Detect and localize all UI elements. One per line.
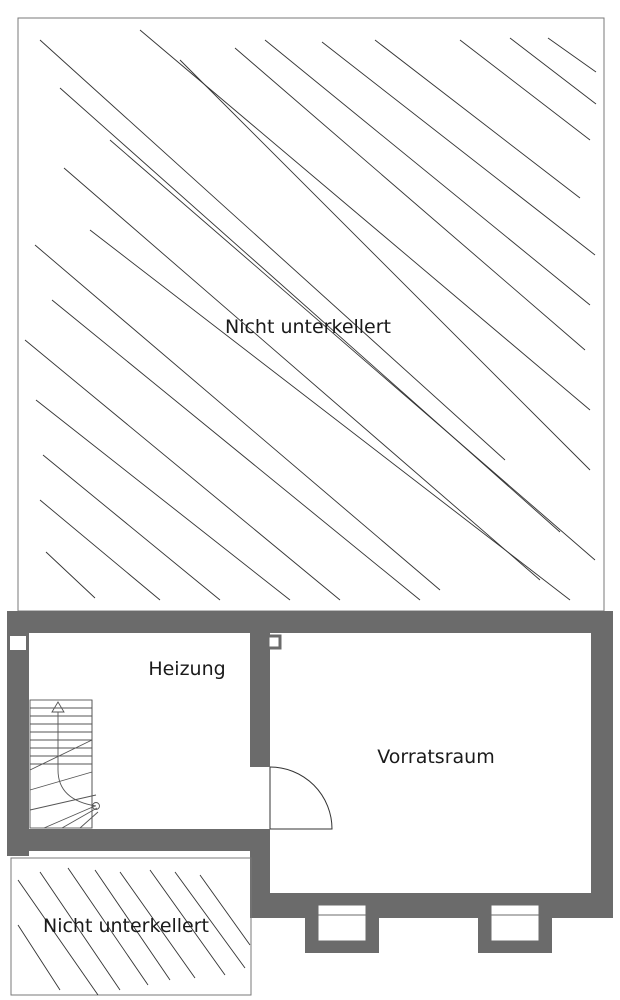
walls xyxy=(7,611,613,953)
staircase-icon xyxy=(29,699,100,829)
lower-area-outline xyxy=(10,857,252,996)
chimney xyxy=(266,634,282,650)
corner-block xyxy=(10,636,26,650)
window-bays xyxy=(317,904,540,942)
boiler-room-label: Heizung xyxy=(148,658,225,680)
lower-area-hatch xyxy=(17,867,251,995)
upper-area-hatch xyxy=(24,29,597,601)
storage-room-label: Vorratsraum xyxy=(377,746,494,768)
lower-area-label: Nicht unterkellert xyxy=(43,915,209,937)
upper-area-label: Nicht unterkellert xyxy=(225,316,391,338)
door-swing-icon xyxy=(269,766,333,830)
